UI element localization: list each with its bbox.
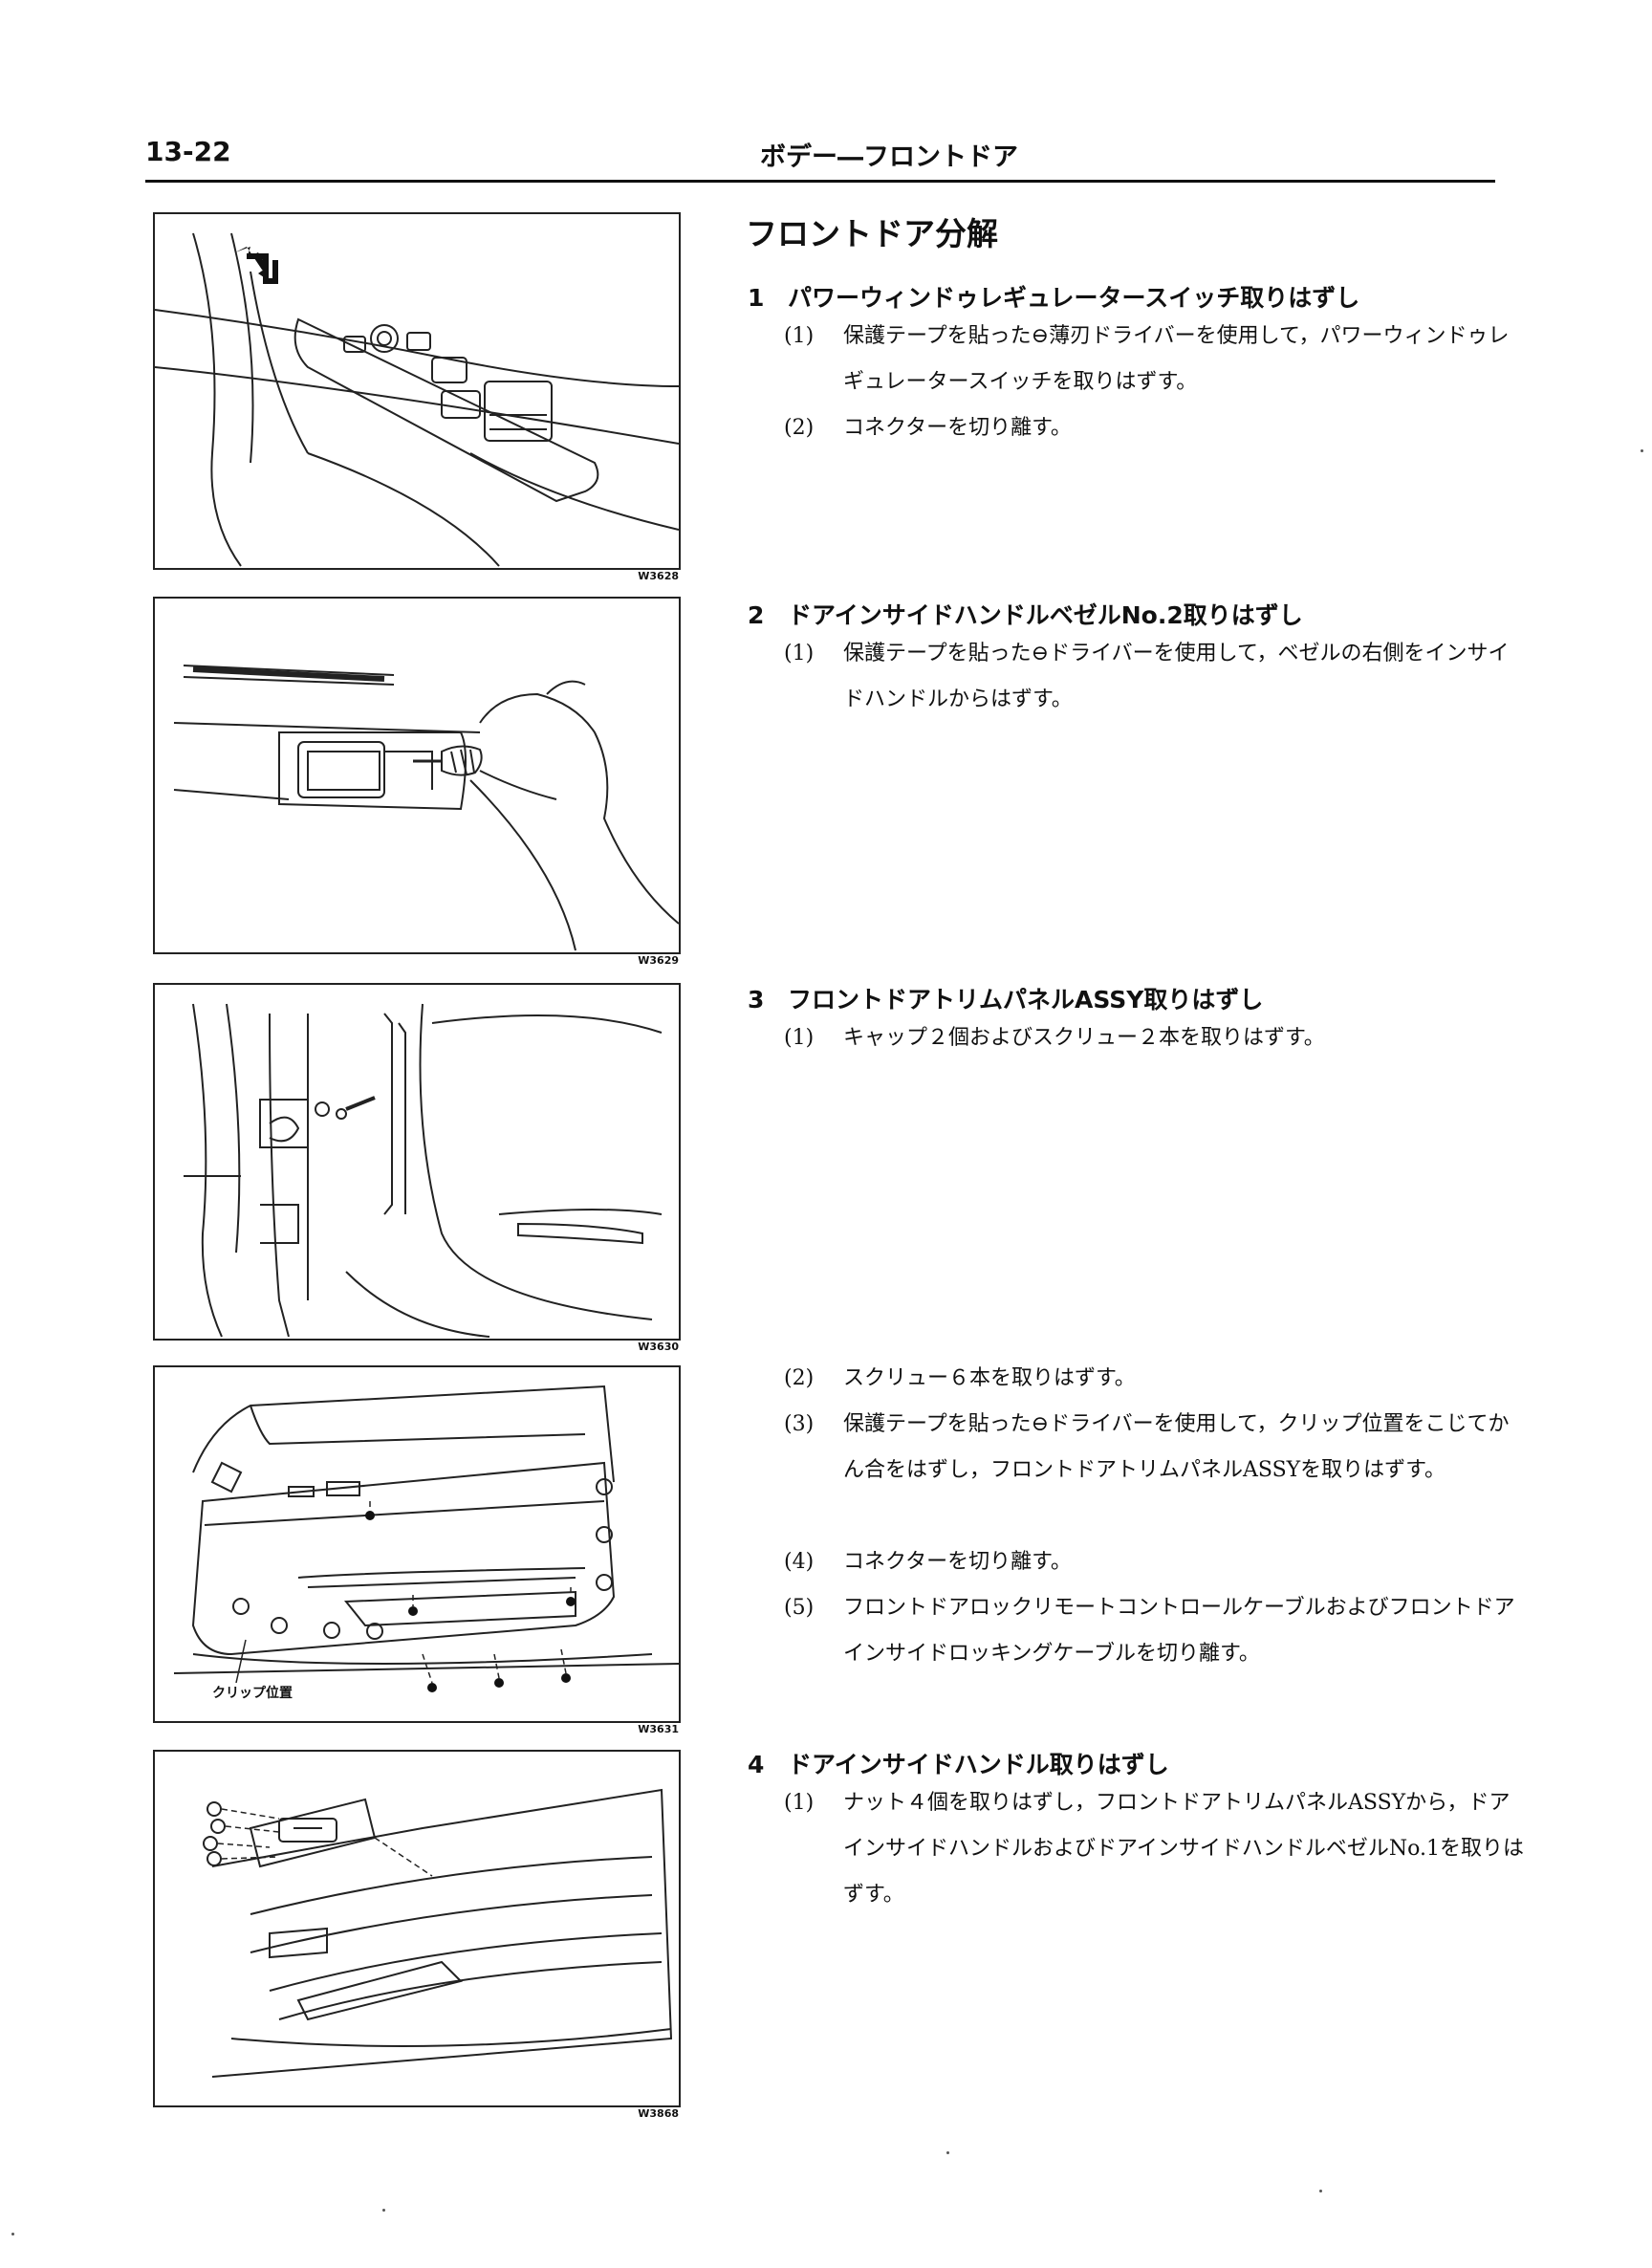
scan-speck: [946, 2151, 949, 2154]
step-number: 3: [748, 986, 765, 1014]
step-title: フロントドアトリムパネルASSY取りはずし: [788, 986, 1264, 1014]
figure-power-window-switch: [153, 212, 681, 570]
sub-text: キャップ２個およびスクリュー２本を取りはずす。: [843, 1026, 1325, 1050]
step-title: ドアインサイドハンドルベゼルNo.2取りはずし: [788, 601, 1303, 629]
sub-text: 保護テープを貼った⊖ドライバーを使用して，クリップ位置をこじてかん合をはずし，フ…: [843, 1412, 1510, 1482]
step-3-sub-2: (2) スクリュー６本を取りはずす。: [784, 1356, 1530, 1402]
step-number: 4: [748, 1751, 765, 1778]
step-4-sub-1: (1) ナット４個を取りはずし，フロントドアトリムパネルASSYから，ドアインサ…: [784, 1780, 1530, 1918]
scan-speck: [11, 2233, 14, 2235]
step-title: ドアインサイドハンドル取りはずし: [788, 1751, 1169, 1778]
sub-text: コネクターを切り離す。: [843, 416, 1072, 440]
sub-text: スクリュー６本を取りはずす。: [843, 1366, 1136, 1390]
sub-number: (2): [784, 416, 815, 440]
step-2-title: 2 ドアインサイドハンドルベゼルNo.2取りはずし: [748, 597, 1512, 631]
page-number: 13-22: [145, 136, 231, 167]
step-3-title: 3 フロントドアトリムパネルASSY取りはずし: [748, 981, 1512, 1015]
figure-code: W3629: [638, 954, 679, 967]
figure-door-trim-panel-clip: クリップ位置: [153, 1365, 681, 1723]
sub-text: 保護テープを貼った⊖薄刃ドライバーを使用して，パワーウィンドゥレギュレータースイ…: [843, 324, 1510, 394]
step-3-sub-5: (5) フロントドアロックリモートコントロールケーブルおよびフロントドアインサイ…: [784, 1585, 1530, 1677]
figure-door-trim-cap-screw: [153, 983, 681, 1341]
step-3-sub-3: (3) 保護テープを貼った⊖ドライバーを使用して，クリップ位置をこじてかん合をは…: [784, 1402, 1530, 1494]
scan-speck: [1641, 449, 1643, 452]
section-title: フロントドア分解: [746, 215, 998, 252]
sub-number: (1): [784, 1791, 815, 1815]
scan-speck: [382, 2209, 385, 2212]
inside-handle-removal-illustration: [203, 1788, 673, 2078]
figure-code: W3631: [638, 1723, 679, 1735]
door-trim-cap-screw-illustration: [184, 1003, 663, 1338]
step-number: 2: [748, 601, 765, 629]
figure-code: W3630: [638, 1341, 679, 1353]
figure-code: W3868: [638, 2107, 679, 2120]
sub-number: (2): [784, 1366, 815, 1390]
figure-inside-handle-removal: [153, 1750, 681, 2107]
step-number: 1: [748, 284, 765, 312]
step-1-sub-1: (1) 保護テープを貼った⊖薄刃ドライバーを使用して，パワーウィンドゥレギュレー…: [784, 314, 1530, 405]
header-rule: [145, 180, 1495, 183]
step-1-sub-2: (2) コネクターを切り離す。: [784, 405, 1530, 451]
clip-position-label: クリップ位置: [212, 1685, 293, 1701]
door-trim-panel-clip-illustration: クリップ位置: [173, 1385, 679, 1701]
power-window-switch-illustration: [155, 232, 679, 567]
sub-number: (3): [784, 1412, 815, 1436]
sub-number: (1): [784, 324, 815, 348]
step-3-sub-1: (1) キャップ２個およびスクリュー２本を取りはずす。: [784, 1015, 1530, 1061]
scan-speck: [1319, 2190, 1322, 2192]
sub-text: ナット４個を取りはずし，フロントドアトリムパネルASSYから，ドアインサイドハン…: [843, 1791, 1525, 1907]
step-title: パワーウィンドゥレギュレータースイッチ取りはずし: [788, 284, 1360, 312]
figure-inside-handle-bezel: [153, 597, 681, 954]
sub-number: (5): [784, 1596, 815, 1620]
sub-number: (4): [784, 1550, 815, 1574]
inside-handle-bezel-illustration: [173, 665, 679, 951]
sub-text: フロントドアロックリモートコントロールケーブルおよびフロントドアインサイドロッキ…: [843, 1596, 1515, 1666]
sub-text: コネクターを切り離す。: [843, 1550, 1072, 1574]
chapter-title: ボデー―フロントドア: [760, 142, 1018, 172]
figure-code: W3628: [638, 570, 679, 582]
sub-text: 保護テープを貼った⊖ドライバーを使用して，ベゼルの右側をインサイドハンドルからは…: [843, 642, 1510, 711]
sub-number: (1): [784, 1026, 815, 1050]
step-2-sub-1: (1) 保護テープを貼った⊖ドライバーを使用して，ベゼルの右側をインサイドハンド…: [784, 631, 1530, 723]
step-1-title: 1 パワーウィンドゥレギュレータースイッチ取りはずし: [748, 279, 1512, 314]
step-3-sub-4: (4) コネクターを切り離す。: [784, 1539, 1530, 1585]
step-4-title: 4 ドアインサイドハンドル取りはずし: [748, 1746, 1512, 1780]
sub-number: (1): [784, 642, 815, 665]
